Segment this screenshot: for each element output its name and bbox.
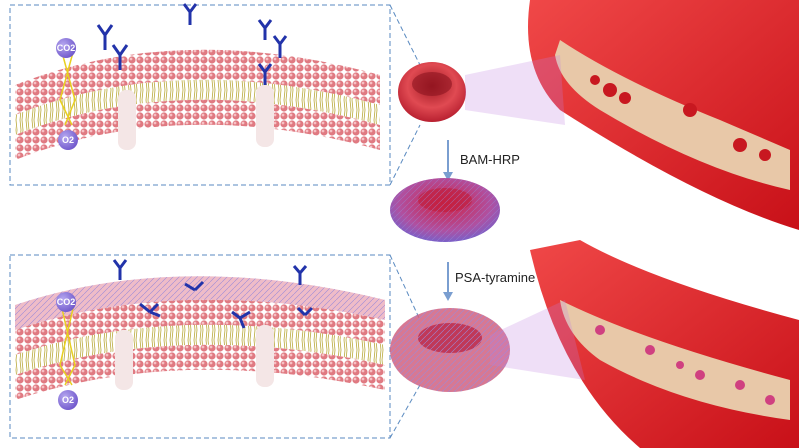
co2-molecule: CO2 (56, 38, 76, 58)
o2-molecule-coated: O2 (58, 390, 78, 410)
bottom-membrane-box (9, 254, 391, 439)
antibodies-top (96, 3, 288, 85)
co2-molecule-coated: CO2 (56, 292, 76, 312)
native-membrane (15, 49, 380, 160)
antibodies-bottom (112, 259, 314, 329)
gas-exchange-lines (59, 44, 76, 126)
step-label-bam-hrp: BAM-HRP (460, 152, 520, 167)
step-label-psa-tyramine: PSA-tyramine (455, 270, 536, 285)
vessel-native-cells (528, 0, 799, 230)
o2-molecule: O2 (58, 130, 78, 150)
vessel-coated-cells (530, 240, 799, 448)
coated-membrane (15, 276, 385, 400)
